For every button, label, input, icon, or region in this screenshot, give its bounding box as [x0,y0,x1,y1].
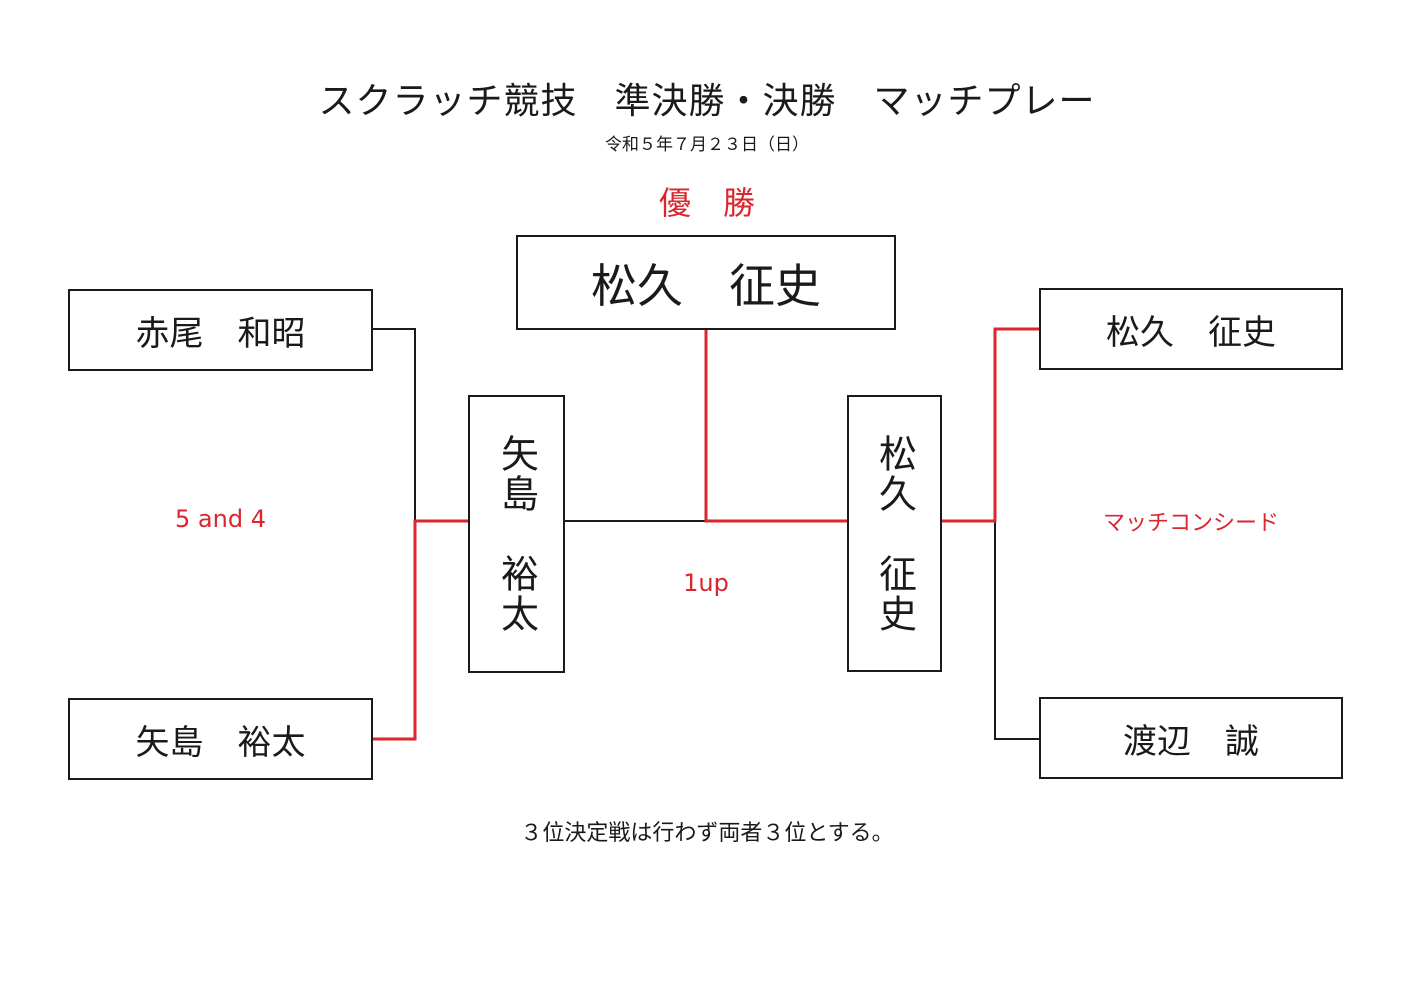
page-title: スクラッチ競技 準決勝・決勝 マッチプレー [318,81,1096,122]
champion-label: 優 勝 [658,184,755,222]
right-semifinal-score: マッチコンシード [1102,511,1279,536]
right-finalist-box: 松久 征史 [847,395,942,672]
left-semifinal-score: 5 and 4 [175,505,266,533]
left-player-bottom: 矢島 裕太 [68,698,373,780]
right-finalist-name: 松久 征史 [872,433,917,634]
final-score: 1up [683,569,729,597]
left-finalist-box: 矢島 裕太 [468,395,565,673]
left-winner-line [372,519,469,741]
right-winner-line [941,327,1040,523]
left-player-top: 赤尾 和昭 [68,289,373,371]
final-winner-line [704,330,848,523]
left-finalist-name: 矢島 裕太 [494,434,539,634]
left-loser-line [372,328,416,521]
right-loser-line [994,521,1040,740]
event-date: 令和５年７月２３日（日） [605,135,809,155]
right-player-top: 松久 征史 [1039,288,1343,370]
champion-box: 松久 征史 [516,235,896,330]
third-place-note: ３位決定戦は行わず両者３位とする。 [520,821,894,846]
right-player-bottom: 渡辺 誠 [1039,697,1343,779]
